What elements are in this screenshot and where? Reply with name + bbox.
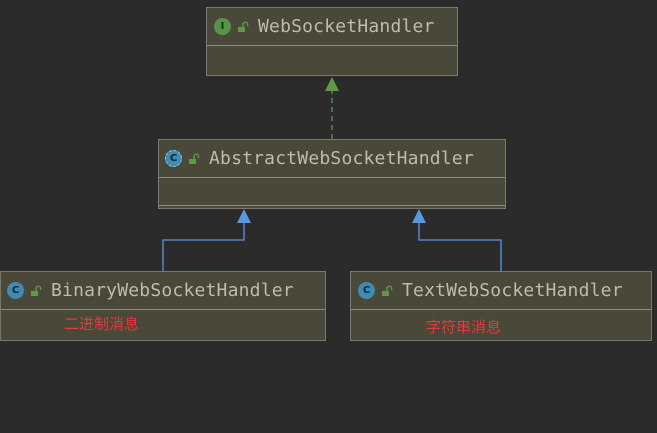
binary-extends-edge bbox=[162, 223, 245, 271]
node-title: TextWebSocketHandler bbox=[402, 280, 623, 301]
websocket-handler-node[interactable]: I WebSocketHandler bbox=[206, 7, 458, 76]
node-body bbox=[159, 178, 505, 206]
unlocked-icon bbox=[382, 285, 393, 296]
unlocked-icon bbox=[238, 21, 249, 32]
binary-websocket-handler-node[interactable]: C BinaryWebSocketHandler bbox=[0, 271, 326, 341]
binary-extends-arrowhead bbox=[237, 209, 251, 223]
node-header: C AbstractWebSocketHandler bbox=[159, 140, 505, 178]
interface-icon: I bbox=[214, 18, 231, 35]
class-icon: C bbox=[358, 282, 375, 299]
node-title: BinaryWebSocketHandler bbox=[51, 280, 294, 301]
string-message-note: 字符串消息 bbox=[426, 318, 502, 336]
node-header: C BinaryWebSocketHandler bbox=[1, 272, 325, 310]
text-extends-edge bbox=[418, 223, 502, 271]
abstract-websocket-handler-node[interactable]: C AbstractWebSocketHandler bbox=[158, 139, 506, 209]
binary-message-note: 二进制消息 bbox=[64, 315, 140, 333]
text-websocket-handler-node[interactable]: C TextWebSocketHandler bbox=[350, 271, 652, 341]
node-body bbox=[1, 310, 325, 340]
node-header: C TextWebSocketHandler bbox=[351, 272, 651, 310]
node-header: I WebSocketHandler bbox=[207, 8, 457, 46]
text-extends-arrowhead bbox=[412, 209, 426, 223]
class-icon: C bbox=[7, 282, 24, 299]
node-title: WebSocketHandler bbox=[258, 16, 435, 37]
unlocked-icon bbox=[31, 285, 42, 296]
node-body bbox=[207, 46, 457, 75]
abstract-class-icon: C bbox=[165, 150, 182, 167]
node-title: AbstractWebSocketHandler bbox=[209, 148, 474, 169]
unlocked-icon bbox=[189, 153, 200, 164]
implements-arrowhead bbox=[325, 77, 339, 91]
